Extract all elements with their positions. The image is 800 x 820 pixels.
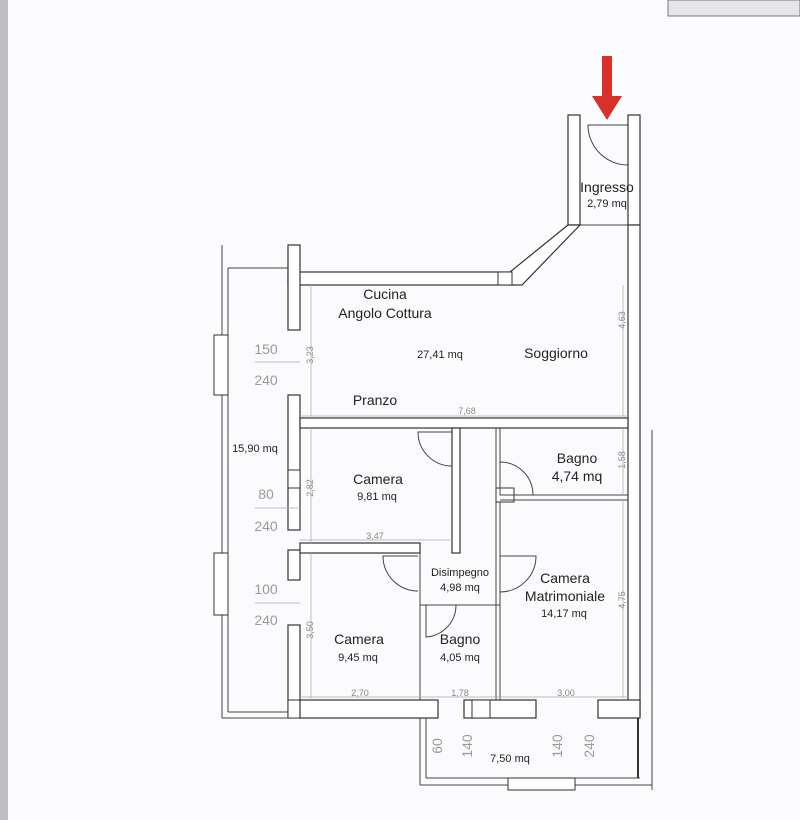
window1-height: 240 xyxy=(254,372,278,388)
room-bagno1-area: 4,74 mq xyxy=(552,468,603,484)
dim-4-75: 4,75 xyxy=(617,591,627,609)
room-balcone-area: 7,50 mq xyxy=(490,753,530,765)
room-matrimoniale-area: 14,17 mq xyxy=(541,608,587,620)
page-edge xyxy=(0,0,8,820)
dimension-lines xyxy=(255,285,628,700)
page-corner xyxy=(667,0,800,17)
room-camera1-name: Camera xyxy=(353,471,403,487)
room-cucina-subtitle: Angolo Cottura xyxy=(338,305,432,321)
room-matrimoniale-subtitle: Matrimoniale xyxy=(525,588,605,604)
balcony-dim-140a: 140 xyxy=(459,734,475,758)
window3-height: 240 xyxy=(254,612,278,628)
balcony-dim-140b: 140 xyxy=(549,734,565,758)
room-soggiorno-name: Soggiorno xyxy=(524,345,588,361)
window3-sill: 100 xyxy=(254,581,278,597)
room-disimpegno-area: 4,98 mq xyxy=(440,582,480,594)
dim-7-68: 7,68 xyxy=(458,406,476,416)
balcony-dim-60: 60 xyxy=(429,738,445,754)
room-ingresso-name: Ingresso xyxy=(580,179,634,195)
window1-sill: 150 xyxy=(254,341,278,357)
room-ingresso-area: 2,79 mq xyxy=(587,198,627,210)
doors xyxy=(382,124,629,638)
dim-1-78: 1,78 xyxy=(451,688,469,698)
walls xyxy=(213,114,653,791)
room-disimpegno-name: Disimpegno xyxy=(431,567,489,579)
window2-height: 240 xyxy=(254,518,278,534)
room-camera1-area: 9,81 mq xyxy=(357,491,397,503)
dim-4-63: 4,63 xyxy=(617,311,627,329)
room-camera2-name: Camera xyxy=(334,631,384,647)
room-camera2-area: 9,45 mq xyxy=(338,652,378,664)
room-bagno2-area: 4,05 mq xyxy=(440,652,480,664)
dim-1-58: 1,58 xyxy=(617,451,627,469)
room-bagno2-name: Bagno xyxy=(440,631,481,647)
room-pranzo-name: Pranzo xyxy=(353,392,398,408)
dim-3-23: 3,23 xyxy=(305,346,315,364)
dim-3-47: 3,47 xyxy=(366,531,384,541)
dim-2-82: 2,82 xyxy=(305,479,315,497)
room-bagno1-name: Bagno xyxy=(557,450,598,466)
dim-3-50: 3,50 xyxy=(305,621,315,639)
entrance-arrow-icon xyxy=(592,56,622,120)
shaft xyxy=(497,271,513,286)
room-cucina-name: Cucina xyxy=(363,286,407,302)
window2-sill: 80 xyxy=(258,486,274,502)
dim-3-00: 3,00 xyxy=(557,688,575,698)
balcony-dim-240: 240 xyxy=(581,734,597,758)
room-matrimoniale-name: Camera xyxy=(540,570,590,586)
room-loggia-area: 15,90 mq xyxy=(232,443,278,455)
room-cucina-area: 27,41 mq xyxy=(417,349,463,361)
dim-2-70: 2,70 xyxy=(351,688,369,698)
